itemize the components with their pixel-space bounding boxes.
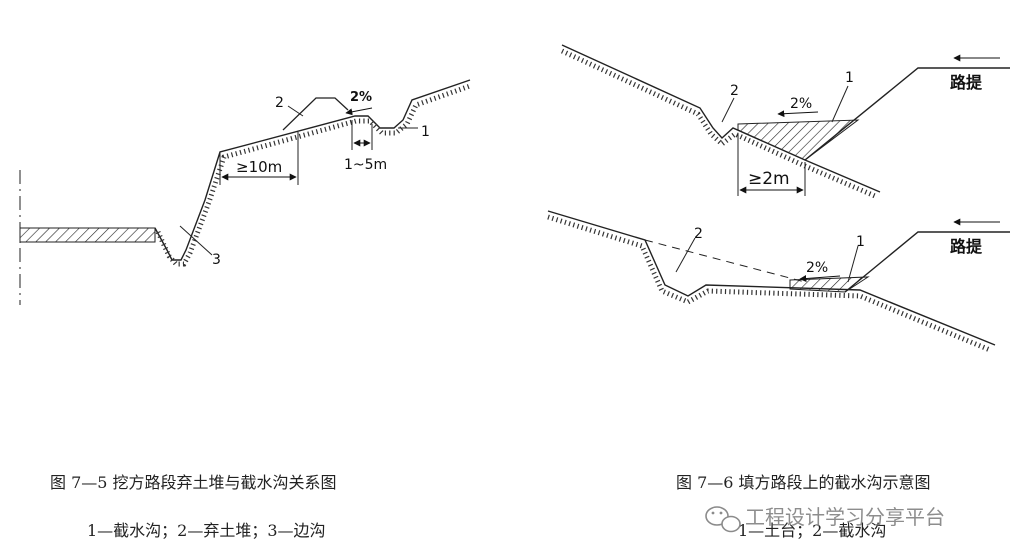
bottom-embankment-label: 路提 [950,237,983,256]
bottom-ground-hatch [547,214,991,353]
bottom-slope-arrow [799,275,841,283]
figure-7-5: 2 2% 1 3 ≥10m 1~5m 图 7—5 挖方路段弃土堆与截水沟关系图 … [19,79,471,540]
top-embankment [804,67,1010,161]
top-embankment-label: 路提 [950,73,983,92]
top-slope-arrow [777,110,819,118]
callout-1-label: 1 [421,124,430,140]
top-dim-label: ≥2m [748,169,790,189]
top-callout-2-label: 2 [730,83,739,99]
slope-arrow [345,107,373,116]
wechat-icon [705,506,741,533]
bottom-callout-2-label: 2 [694,226,703,242]
top-slope-label: 2% [790,96,812,112]
bottom-original-ground [644,239,806,283]
top-platform [737,119,860,161]
dim-1-5m-label: 1~5m [344,157,387,173]
bottom-callout-2-leader [675,237,696,273]
figure-7-6-top: 2 1 2% ≥2m 路提 [560,44,1010,199]
bottom-embankment [844,231,1010,293]
figure-7-6-legend: 1—土台；2—截水沟 [738,521,886,540]
top-callout-1-label: 1 [845,70,854,86]
figure-7-6-bottom: 2 1 2% 路提 图 7—6 填方路段上的截水沟示意图 1—土台；2—截水沟 [547,210,1010,540]
figure-7-6-caption: 图 7—6 填方路段上的截水沟示意图 [676,473,931,492]
bottom-slope-label: 2% [806,260,828,276]
cut-ground-hatch [155,83,471,267]
figure-7-5-legend: 1—截水沟；2—弃土堆；3—边沟 [87,521,326,540]
road-surface [19,227,156,243]
watermark: 工程设计学习分享平台 [705,505,945,533]
dim-10m-label: ≥10m [236,158,282,176]
callout-3-leader [179,225,213,256]
bottom-ground-profile [547,210,996,346]
cut-ground-profile [154,79,471,261]
top-ground-profile [561,44,881,193]
top-callout-1-leader [831,85,849,123]
callout-2-label: 2 [275,95,284,111]
callout-3-label: 3 [212,252,221,268]
figure-7-5-caption: 图 7—5 挖方路段弃土堆与截水沟关系图 [50,473,337,492]
slope-label: 2% [350,90,372,105]
callout-2-leader [287,105,304,117]
watermark-text: 工程设计学习分享平台 [745,505,945,529]
bottom-callout-1-label: 1 [856,234,865,250]
top-callout-2-leader [721,97,735,123]
bottom-callout-1-leader [847,245,859,283]
